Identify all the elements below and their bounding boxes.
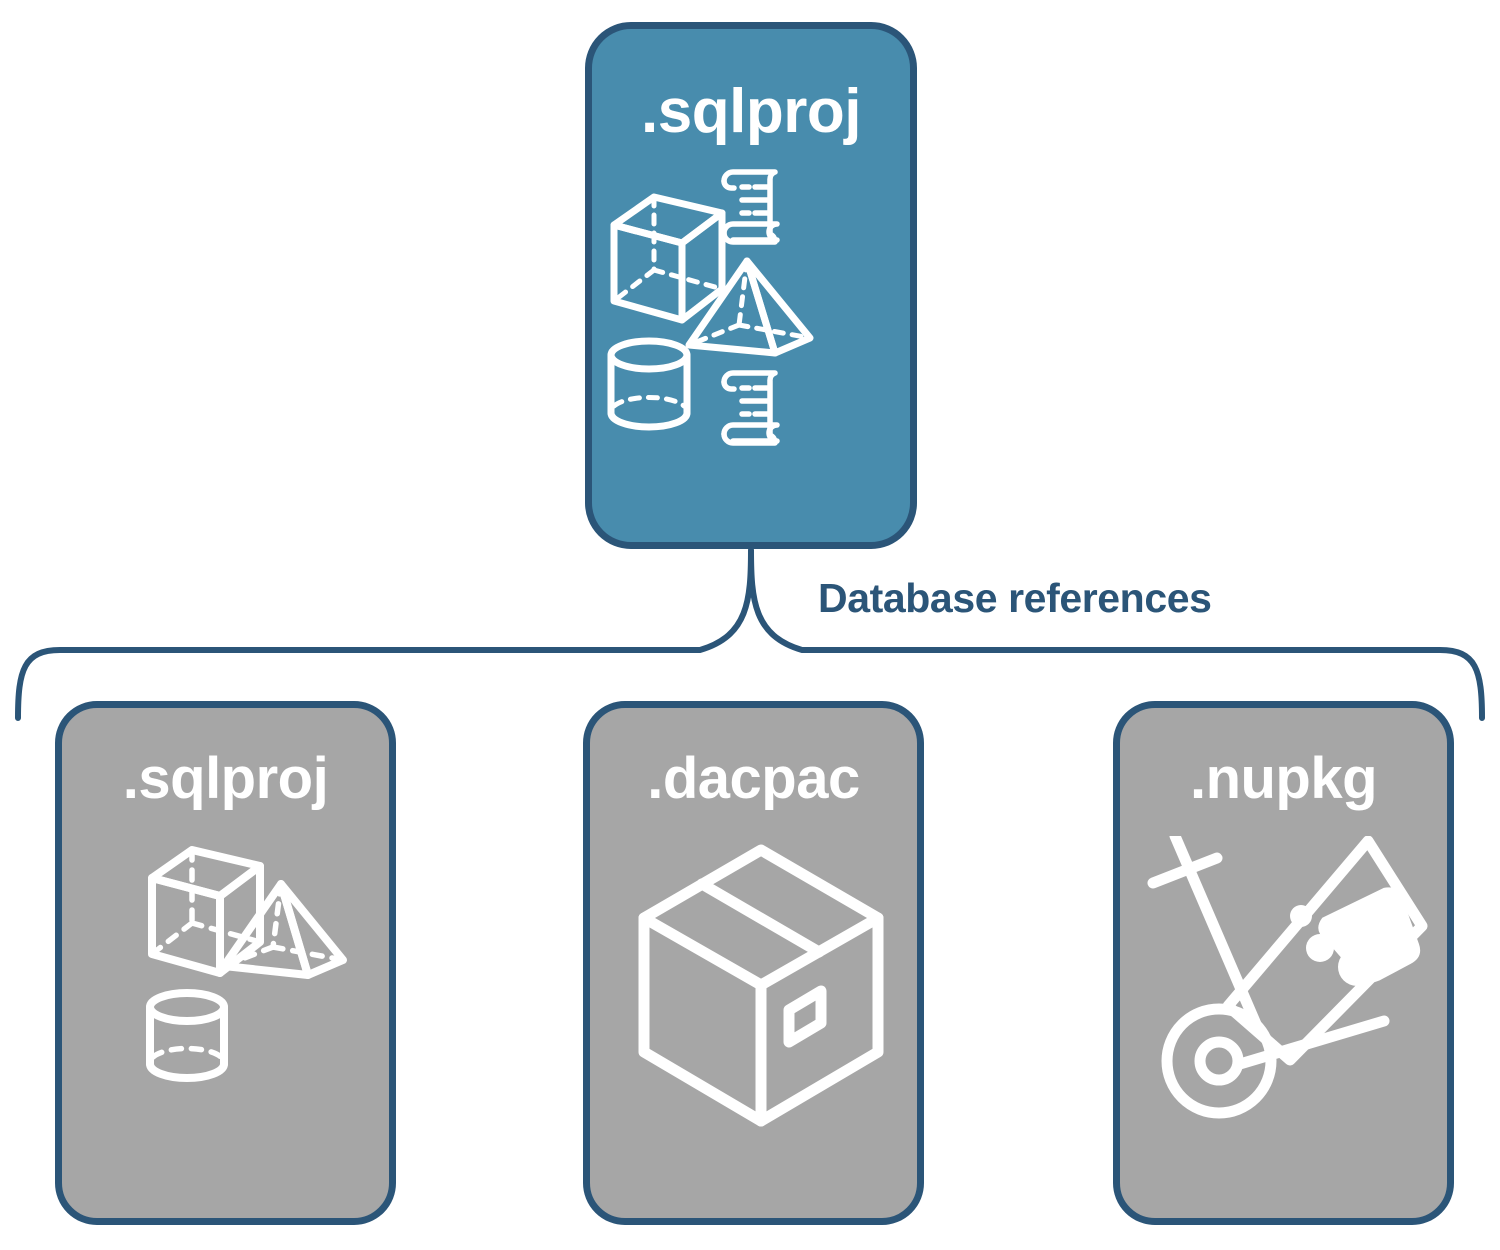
child-card-title: .sqlproj xyxy=(122,746,329,811)
cube-wireframe-icon xyxy=(148,846,264,977)
child-card-nupkg[interactable]: .nupkg xyxy=(1113,701,1454,1225)
child-card-artwork-shapes xyxy=(146,846,347,1082)
child-card-sqlproj[interactable]: .sqlproj xyxy=(55,701,396,1225)
pyramid-wireframe-icon xyxy=(220,880,347,979)
pyramid-wireframe-icon xyxy=(685,257,814,357)
child-card-artwork-handtruck xyxy=(1147,836,1428,1119)
parent-card-artwork xyxy=(607,169,814,446)
scroll-script-icon xyxy=(721,370,780,446)
parent-card-sqlproj[interactable]: .sqlproj xyxy=(585,22,917,549)
child-card-title: .nupkg xyxy=(1189,746,1378,811)
package-box-icon xyxy=(638,844,884,1127)
child-card-artwork-package xyxy=(638,844,884,1127)
child-card-dacpac[interactable]: .dacpac xyxy=(583,701,924,1225)
cylinder-wireframe-icon xyxy=(607,337,691,431)
hand-truck-nuget-package-icon xyxy=(1147,836,1428,1119)
nuget-glyph-icon xyxy=(1290,887,1421,986)
scroll-script-icon xyxy=(721,169,780,245)
connector-label: Database references xyxy=(818,575,1212,621)
parent-card-title: .sqlproj xyxy=(641,77,861,146)
cube-wireframe-icon xyxy=(610,193,726,324)
child-card-title: .dacpac xyxy=(647,746,860,811)
cylinder-wireframe-icon xyxy=(146,989,228,1082)
